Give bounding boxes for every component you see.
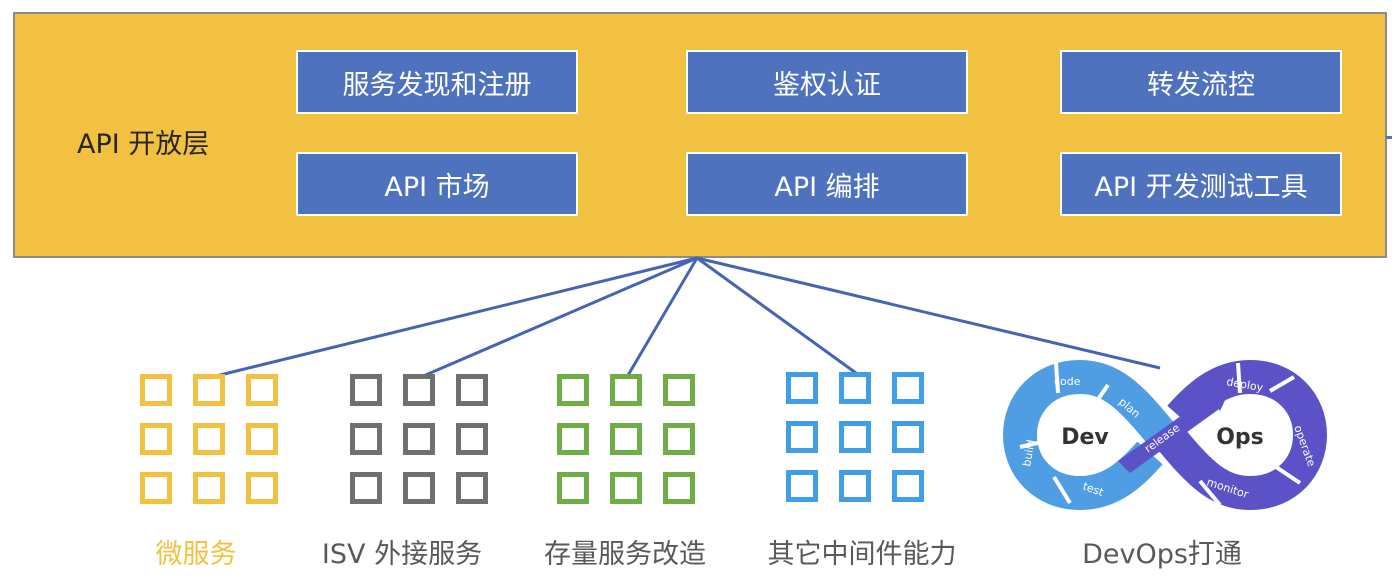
grid-square <box>892 372 924 404</box>
grid-square <box>557 423 589 455</box>
grid-square <box>839 470 871 502</box>
grid-square <box>403 472 435 504</box>
grid-square <box>350 423 382 455</box>
ops-loop <box>1154 359 1328 511</box>
grid-square <box>610 374 642 406</box>
grid-square <box>557 472 589 504</box>
link-microservices <box>211 256 698 379</box>
grid-square <box>350 472 382 504</box>
legacy-services-grid <box>557 374 695 504</box>
feature-api-market: API 市场 <box>296 152 578 216</box>
stage-code: code <box>1054 375 1081 388</box>
grid-square <box>140 374 172 406</box>
grid-square <box>786 421 818 453</box>
caption-legacy: 存量服务改造 <box>544 539 706 570</box>
stage-deploy: deploy <box>1225 375 1264 394</box>
microservices-grid <box>140 374 278 504</box>
caption-devops: DevOps打通 <box>1082 539 1242 570</box>
grid-square <box>246 472 278 504</box>
feature-api-dev-test-tools: API 开发测试工具 <box>1060 152 1342 216</box>
grid-square <box>663 472 695 504</box>
grid-square <box>663 423 695 455</box>
ops-label: Ops <box>1216 425 1264 450</box>
link-isv <box>420 256 698 379</box>
grid-square <box>786 470 818 502</box>
api-layer-title: API 开放层 <box>77 129 210 160</box>
dev-label: Dev <box>1061 425 1109 450</box>
link-legacy <box>625 257 699 378</box>
stage-build: build <box>1020 439 1038 468</box>
middleware-grid <box>786 372 924 502</box>
link-devops <box>696 256 1161 370</box>
feature-service-discovery: 服务发现和注册 <box>296 50 578 114</box>
grid-square <box>140 472 172 504</box>
dev-loop <box>1002 359 1176 511</box>
grid-square <box>140 423 172 455</box>
grid-square <box>610 472 642 504</box>
caption-middleware: 其它中间件能力 <box>767 539 957 570</box>
grid-square <box>456 423 488 455</box>
grid-square <box>193 423 225 455</box>
devops-infinity-logo: Dev Ops code plan build test release dep… <box>1002 359 1328 511</box>
grid-square <box>403 374 435 406</box>
grid-square <box>839 372 871 404</box>
grid-square <box>610 423 642 455</box>
grid-square <box>403 423 435 455</box>
grid-square <box>246 374 278 406</box>
caption-isv: ISV 外接服务 <box>321 539 483 570</box>
feature-authentication: 鉴权认证 <box>686 50 968 114</box>
grid-square <box>557 374 589 406</box>
grid-square <box>193 374 225 406</box>
grid-square <box>892 470 924 502</box>
grid-square <box>663 374 695 406</box>
link-middleware <box>696 256 857 375</box>
grid-square <box>456 472 488 504</box>
release-arrow <box>1118 395 1222 473</box>
grid-square <box>456 374 488 406</box>
grid-square <box>193 472 225 504</box>
feature-flow-control: 转发流控 <box>1060 50 1342 114</box>
caption-microservices: 微服务 <box>155 539 237 570</box>
grid-square <box>350 374 382 406</box>
grid-square <box>786 372 818 404</box>
edge-marker <box>1386 136 1392 139</box>
grid-square <box>839 421 871 453</box>
isv-services-grid <box>350 374 488 504</box>
feature-api-orchestration: API 编排 <box>686 152 968 216</box>
grid-square <box>246 423 278 455</box>
grid-square <box>892 421 924 453</box>
